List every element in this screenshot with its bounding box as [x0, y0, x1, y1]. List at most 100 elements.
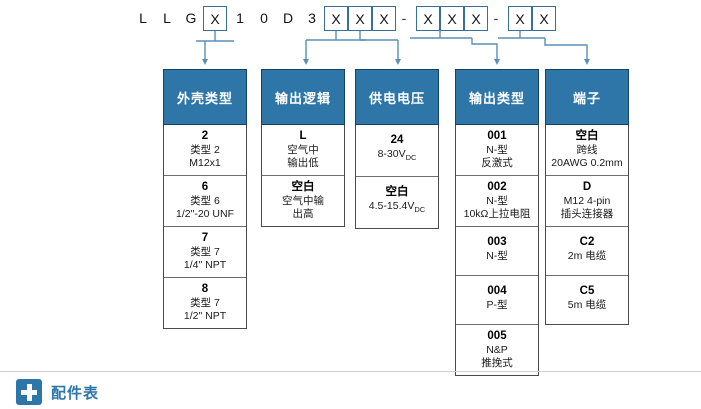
option-code: 空白	[575, 130, 599, 142]
option-code: 空白	[291, 181, 315, 193]
option-code: 24	[390, 134, 404, 146]
option-cell[interactable]: 空白空气中输出高	[262, 176, 344, 226]
option-code: C5	[579, 285, 595, 297]
option-description-line: M12x1	[189, 157, 221, 169]
option-description-line: 反激式	[481, 157, 513, 169]
code-static-char: 3	[308, 10, 316, 26]
option-description-line: 类型 7	[190, 246, 220, 258]
option-column-output-logic: 输出逻辑 L 空气中输出低空白空气中输出高	[261, 69, 345, 227]
option-description-line: 类型 6	[190, 195, 220, 207]
option-description-line: 空气中	[287, 144, 319, 156]
option-description-line: 跨线	[576, 144, 598, 156]
code-static-char: 0	[260, 10, 268, 26]
option-code: 001	[487, 130, 507, 142]
option-description-line: 8-30VDC	[377, 148, 417, 163]
option-description-line: 插头连接器	[560, 208, 614, 220]
option-cell[interactable]: L 空气中输出低	[262, 125, 344, 176]
option-description-line: 2m 电缆	[567, 250, 607, 262]
option-cell[interactable]: 24 8-30VDC	[356, 125, 438, 178]
option-description-line: 1/2"-20 UNF	[176, 208, 234, 220]
option-description-line: 5m 电缆	[567, 299, 607, 311]
code-box-char[interactable]: X	[372, 6, 396, 31]
option-code: L	[299, 130, 307, 142]
footer-divider	[0, 371, 701, 372]
code-static-char: -	[401, 10, 407, 26]
accessory-table-link[interactable]: 配件表	[16, 379, 99, 405]
option-code: D	[582, 181, 592, 193]
option-cell[interactable]: C2 2m 电缆	[546, 227, 628, 276]
option-cell[interactable]: C5 5m 电缆	[546, 276, 628, 324]
option-code: 003	[487, 236, 507, 248]
option-code: 004	[487, 285, 507, 297]
code-box-char[interactable]: X	[532, 6, 556, 31]
accessory-table-label: 配件表	[51, 384, 100, 402]
code-box-char[interactable]: X	[508, 6, 532, 31]
code-static-char: D	[282, 10, 294, 26]
option-description-line: 类型 7	[190, 297, 220, 309]
option-code: 005	[487, 330, 507, 342]
code-box-char[interactable]: X	[416, 6, 440, 31]
code-box-char[interactable]: X	[440, 6, 464, 31]
option-description-line: 1/4" NPT	[183, 259, 227, 271]
option-description-line: 1/2" NPT	[183, 310, 227, 322]
code-static-char: L	[163, 10, 171, 26]
code-box-char[interactable]: X	[348, 6, 372, 31]
option-description-line: 4.5-15.4VDC	[368, 200, 426, 215]
option-code: 6	[201, 181, 209, 193]
code-static-char: -	[493, 10, 499, 26]
option-description-line: 推挽式	[481, 357, 513, 369]
option-description-line: N-型	[486, 250, 508, 262]
option-description-line: 出高	[292, 208, 314, 220]
code-static-char: L	[139, 10, 147, 26]
column-body-output-logic: L 空气中输出低空白空气中输出高	[261, 125, 345, 227]
option-code: 2	[201, 130, 209, 142]
option-description-line: 类型 2	[190, 144, 220, 156]
option-code: 空白	[385, 186, 409, 199]
option-code: 8	[201, 283, 209, 295]
column-header-terminal: 端子	[545, 69, 629, 125]
option-description-line: M12 4-pin	[563, 195, 611, 207]
plus-badge-icon	[16, 379, 42, 405]
column-header-housing-type: 外壳类型	[163, 69, 247, 125]
code-box-char[interactable]: X	[203, 6, 227, 31]
column-header-output-logic: 输出逻辑	[261, 69, 345, 125]
option-description-line: 空气中输	[282, 195, 324, 207]
column-header-supply-voltage: 供电电压	[355, 69, 439, 125]
option-description-line: P-型	[486, 299, 508, 311]
option-description-line: N-型	[486, 195, 508, 207]
option-description-line: 20AWG 0.2mm	[551, 157, 623, 169]
code-static-char: G	[185, 10, 197, 26]
option-description-line: 10kΩ上拉电阻	[463, 208, 531, 220]
code-box-char[interactable]: X	[464, 6, 488, 31]
option-code: 7	[201, 232, 209, 244]
option-description-line: N-型	[486, 144, 508, 156]
option-description-line: N&P	[486, 344, 508, 356]
option-description-line: 输出低	[287, 157, 319, 169]
code-static-char: 1	[236, 10, 244, 26]
column-header-output-type: 输出类型	[455, 69, 539, 125]
option-code: C2	[579, 236, 595, 248]
option-code: 002	[487, 181, 507, 193]
code-box-char[interactable]: X	[324, 6, 348, 31]
